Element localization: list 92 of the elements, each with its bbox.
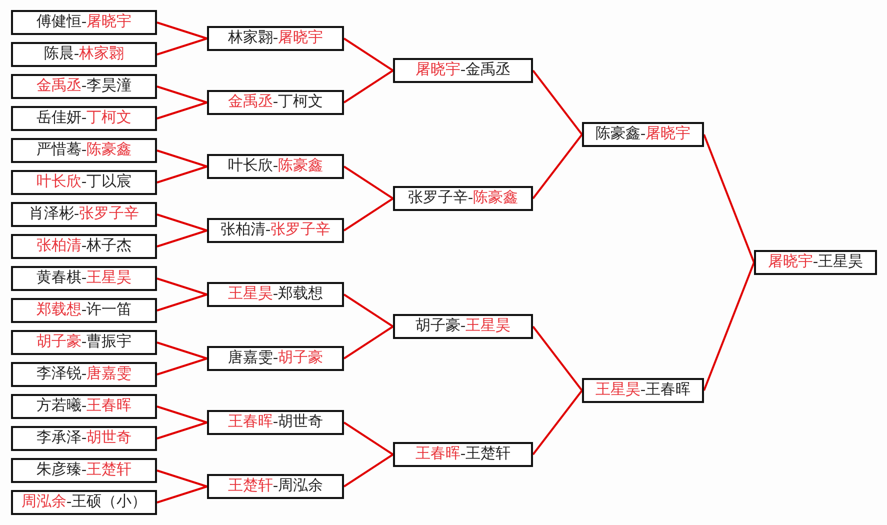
match-box (11, 234, 157, 259)
bracket-line (156, 358, 208, 376)
match-text: 王楚轩-周泓余 (228, 477, 323, 496)
match-text: 胡子豪-王星昊 (416, 317, 510, 336)
bracket-line (343, 70, 394, 104)
bracket-line (343, 294, 394, 328)
match-box (207, 474, 344, 499)
bracket-line (156, 342, 208, 360)
bracket-line (156, 422, 208, 440)
bracket-line (343, 326, 394, 360)
bracket-line (156, 166, 208, 184)
bracket-line (532, 390, 583, 456)
match-text: 陈豪鑫-屠晓宇 (596, 125, 690, 144)
bracket-line (703, 262, 755, 391)
bracket-line (343, 38, 394, 72)
match-text: 王春晖-王楚轩 (416, 445, 510, 464)
match-text: 王星昊-王春晖 (596, 381, 690, 400)
bracket-line (343, 422, 394, 456)
bracket-line (156, 214, 208, 232)
match-text: 金禹丞-李昊潼 (36, 77, 132, 96)
match-box (207, 154, 344, 179)
match-text: 张柏清-张罗子辛 (220, 221, 330, 240)
match-box (11, 298, 157, 323)
bracket-line (532, 326, 583, 392)
match-box (207, 282, 344, 307)
match-box (754, 250, 877, 275)
bracket-line (343, 166, 394, 200)
bracket-line (156, 230, 208, 248)
match-box (11, 106, 157, 131)
bracket-line (156, 38, 208, 56)
bracket-line (156, 294, 208, 312)
match-text: 王星昊-郑载想 (228, 285, 323, 304)
match-text: 朱彦臻-王楚轩 (36, 461, 132, 480)
match-box (11, 490, 157, 515)
bracket-line (156, 150, 208, 168)
bracket-line (156, 22, 208, 40)
match-box (11, 10, 157, 35)
bracket-line (532, 134, 583, 200)
match-box (11, 394, 157, 419)
match-text: 李承泽-胡世奇 (36, 429, 132, 448)
match-box (207, 90, 344, 115)
match-box (582, 122, 704, 147)
match-text: 胡子豪-曹振宇 (36, 333, 132, 352)
match-text: 周泓余-王硕（小） (22, 493, 146, 512)
match-box (11, 170, 157, 195)
match-box (207, 218, 344, 243)
match-box (11, 42, 157, 67)
match-text: 王春晖-胡世奇 (228, 413, 323, 432)
match-text: 李泽锐-唐嘉雯 (36, 365, 132, 384)
match-box (11, 74, 157, 99)
bracket-line (343, 198, 394, 232)
bracket-line (156, 406, 208, 424)
match-box (393, 186, 533, 211)
match-box (207, 346, 344, 371)
match-text: 张罗子辛-陈豪鑫 (408, 189, 518, 208)
match-text: 张柏清-林子杰 (36, 237, 132, 256)
match-box (207, 26, 344, 51)
match-box (393, 314, 533, 339)
match-box (11, 266, 157, 291)
bracket-line (156, 470, 208, 488)
match-box (11, 458, 157, 483)
match-text: 岳佳妍-丁柯文 (36, 109, 132, 128)
match-box (11, 362, 157, 387)
match-text: 金禹丞-丁柯文 (228, 93, 323, 112)
bracket-line (343, 454, 394, 488)
match-text: 肖泽彬-张罗子辛 (29, 205, 139, 224)
match-text: 方若曦-王春晖 (36, 397, 132, 416)
match-box (11, 202, 157, 227)
match-text: 叶长欣-丁以宸 (36, 173, 132, 192)
match-box (393, 442, 533, 467)
bracket-line (156, 86, 208, 104)
match-box (11, 426, 157, 451)
match-box (582, 378, 704, 403)
match-text: 屠晓宇-王星昊 (768, 253, 863, 272)
match-text: 郑载想-许一笛 (36, 301, 132, 320)
match-text: 林家翾-屠晓宇 (228, 29, 323, 48)
match-box (393, 58, 533, 83)
match-text: 叶长欣-陈豪鑫 (228, 157, 323, 176)
match-text: 黄春棋-王星昊 (36, 269, 132, 288)
match-box (207, 410, 344, 435)
match-text: 严惜蓦-陈豪鑫 (36, 141, 132, 160)
match-text: 陈晨-林家翾 (44, 45, 124, 64)
bracket-line (703, 134, 755, 263)
match-text: 傅健恒-屠晓宇 (36, 13, 132, 32)
bracket-line (156, 278, 208, 296)
bracket-line (532, 70, 583, 136)
match-text: 唐嘉雯-胡子豪 (228, 349, 323, 368)
match-text: 屠晓宇-金禹丞 (416, 61, 510, 80)
match-box (11, 138, 157, 163)
match-box (11, 330, 157, 355)
bracket-line (156, 486, 208, 504)
bracket-line (156, 102, 208, 120)
